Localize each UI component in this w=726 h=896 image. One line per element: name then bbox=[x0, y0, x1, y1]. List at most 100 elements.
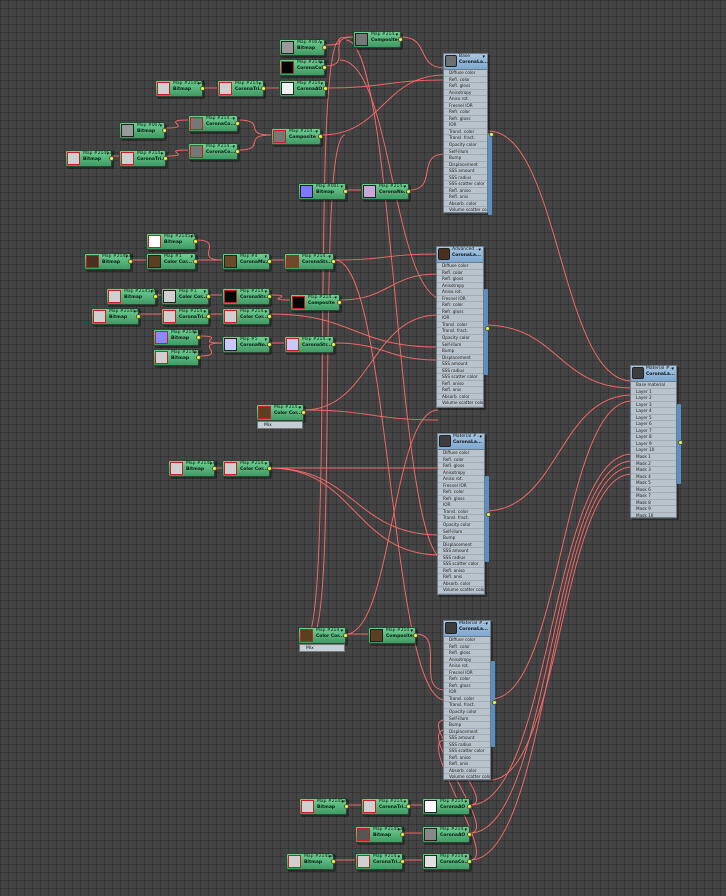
wire[interactable] bbox=[269, 294, 291, 301]
output-pin[interactable] bbox=[200, 86, 205, 91]
material-slot[interactable]: Anisotropy bbox=[437, 283, 483, 290]
map-node[interactable]: Map #214534...Bitmap▾ bbox=[91, 308, 145, 325]
map-node[interactable]: Map #214534...Bitmap▾ bbox=[299, 798, 353, 815]
material-slot[interactable]: Mask 7 bbox=[631, 493, 676, 500]
collapse-icon[interactable]: ▾ bbox=[258, 81, 261, 87]
material-slot[interactable]: SSS radius bbox=[437, 368, 483, 375]
material-slot[interactable]: SSS amount bbox=[444, 168, 487, 175]
wire[interactable] bbox=[325, 79, 446, 89]
wire[interactable] bbox=[415, 633, 446, 691]
wire[interactable] bbox=[165, 149, 189, 157]
material-slot[interactable]: Refl. color bbox=[444, 644, 490, 651]
material-slot[interactable]: Refr. color bbox=[444, 109, 487, 116]
map-node[interactable]: Map #214...CoronaAO▾ bbox=[279, 80, 328, 97]
material-slot[interactable]: Mask 9 bbox=[631, 506, 676, 513]
map-node[interactable]: Map #214...Color Cor...▾Mix bbox=[256, 404, 306, 429]
wire[interactable] bbox=[269, 467, 441, 536]
material-slot[interactable]: SSS scatter color bbox=[438, 561, 484, 568]
map-node[interactable]: Map #214534...Bitmap▾ bbox=[286, 853, 340, 870]
collapse-icon[interactable]: ▾ bbox=[264, 254, 267, 260]
material-slot[interactable]: Mask 1 bbox=[631, 454, 676, 461]
wire[interactable] bbox=[165, 119, 189, 129]
wire[interactable] bbox=[237, 134, 272, 151]
material-slot[interactable]: Absorb. color bbox=[437, 394, 483, 401]
material-slot[interactable]: Refl. anis bbox=[438, 574, 484, 581]
material-slot[interactable]: Layer 3 bbox=[631, 402, 676, 409]
output-pin[interactable] bbox=[337, 300, 342, 305]
output-pin[interactable] bbox=[486, 512, 491, 517]
map-node[interactable]: Map #214...CoronaStr...▾ bbox=[284, 253, 336, 270]
output-pin[interactable] bbox=[406, 804, 411, 809]
map-node[interactable]: Map #214534...Bitmap▾ bbox=[153, 329, 207, 346]
output-pin[interactable] bbox=[323, 86, 328, 91]
output-pin[interactable] bbox=[343, 633, 348, 638]
material-slot[interactable]: Fresnel IOR bbox=[437, 296, 483, 303]
wire[interactable] bbox=[469, 453, 633, 806]
collapse-icon[interactable]: ▾ bbox=[671, 366, 674, 372]
material-slot[interactable]: Anisotropy bbox=[444, 90, 487, 97]
material-slot[interactable]: Refl. color bbox=[444, 77, 487, 84]
output-pin[interactable] bbox=[267, 466, 272, 471]
material-slot[interactable]: Self-illum bbox=[438, 529, 484, 536]
collapse-icon[interactable]: ▾ bbox=[298, 405, 301, 411]
output-pin[interactable] bbox=[206, 294, 211, 299]
map-node[interactable]: Map #214534...Bitmap▾ bbox=[155, 80, 209, 97]
collapse-icon[interactable]: ▾ bbox=[479, 434, 482, 440]
collapse-icon[interactable]: ▾ bbox=[190, 254, 193, 260]
material-slot[interactable]: Refr. color bbox=[438, 489, 484, 496]
collapse-icon[interactable]: ▾ bbox=[133, 309, 136, 315]
material-slot[interactable]: Transl. fract. bbox=[444, 702, 490, 710]
collapse-icon[interactable]: ▾ bbox=[397, 854, 400, 860]
output-pin[interactable] bbox=[467, 804, 472, 809]
material-slot[interactable]: Mask 4 bbox=[631, 474, 676, 481]
output-pin[interactable] bbox=[343, 189, 348, 194]
material-slot[interactable]: Self-illum bbox=[437, 342, 483, 349]
map-node[interactable]: Map #214...CoronaCo...▾ bbox=[188, 143, 240, 160]
map-node[interactable]: Map #214...CoronaAO▾ bbox=[422, 798, 472, 815]
material-slot[interactable]: Displacement bbox=[438, 542, 484, 549]
collapse-icon[interactable]: ▾ bbox=[264, 461, 267, 467]
material-slot[interactable]: Layer 8 bbox=[631, 434, 676, 441]
output-pin[interactable] bbox=[193, 259, 198, 264]
material-slot[interactable]: Absorb. color bbox=[438, 581, 484, 588]
map-node[interactable]: Map #214...CoronaCo...▾ bbox=[188, 115, 240, 132]
material-slot[interactable]: Aniso rot. bbox=[444, 663, 490, 670]
collapse-icon[interactable]: ▾ bbox=[403, 799, 406, 805]
output-pin[interactable] bbox=[235, 149, 240, 154]
output-pin[interactable] bbox=[331, 259, 336, 264]
material-slot[interactable]: Refr. gloss bbox=[444, 116, 487, 123]
output-pin[interactable] bbox=[162, 128, 167, 133]
material-slot[interactable]: Refl. aniso bbox=[437, 381, 483, 388]
output-pin[interactable] bbox=[163, 156, 168, 161]
material-slot[interactable]: Refl. gloss bbox=[437, 276, 483, 283]
material-slot[interactable]: Opacity color bbox=[444, 709, 490, 716]
material-slot[interactable]: Layer 6 bbox=[631, 421, 676, 428]
output-pin[interactable] bbox=[318, 134, 323, 139]
map-node[interactable]: Map #214...CoronaCo...▾ bbox=[422, 853, 472, 870]
material-slot[interactable]: Mask 2 bbox=[631, 461, 676, 468]
map-node[interactable]: Map #214534...Bitmap▾ bbox=[65, 150, 119, 167]
material-slot[interactable]: Layer 10 bbox=[631, 447, 676, 455]
material-slot[interactable]: Layer 9 bbox=[631, 441, 676, 448]
collapse-icon[interactable]: ▾ bbox=[397, 827, 400, 833]
map-node[interactable]: Map #214...Composite▾ bbox=[271, 128, 323, 145]
material-slot[interactable]: Layer 1 bbox=[631, 389, 676, 396]
wire[interactable] bbox=[490, 400, 633, 700]
material-slot[interactable]: Opacity color bbox=[437, 335, 483, 342]
wire[interactable] bbox=[469, 460, 633, 834]
map-node[interactable]: Map #214534...Bitmap▾ bbox=[146, 233, 200, 250]
material-slot[interactable]: Volume scatter color bbox=[444, 207, 487, 215]
output-pin[interactable] bbox=[267, 294, 272, 299]
material-slot[interactable]: Refr. color bbox=[444, 676, 490, 683]
material-slot[interactable]: Refl. gloss bbox=[444, 650, 490, 657]
wire[interactable] bbox=[345, 39, 446, 561]
wire[interactable] bbox=[309, 134, 346, 641]
output-pin[interactable] bbox=[400, 859, 405, 864]
material-slot[interactable]: Layer 5 bbox=[631, 415, 676, 422]
material-slot[interactable]: IOR bbox=[437, 315, 483, 322]
output-pin[interactable] bbox=[196, 355, 201, 360]
output-pin[interactable] bbox=[678, 440, 683, 445]
